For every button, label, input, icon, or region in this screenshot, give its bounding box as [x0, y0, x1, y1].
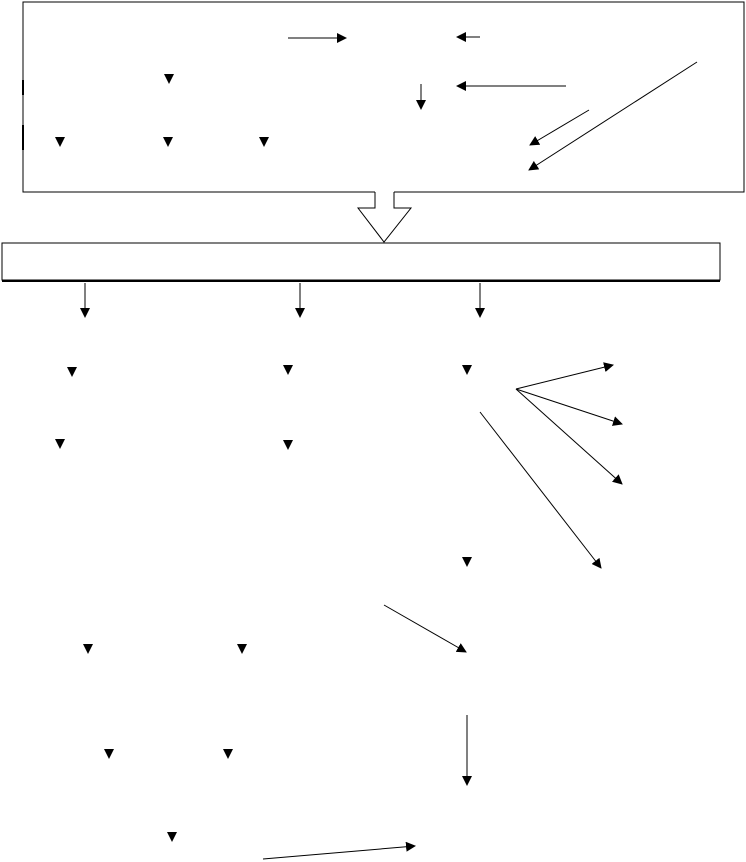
marker-low-4 — [223, 749, 233, 759]
standalone-markers — [55, 74, 472, 842]
arrow-long-diag — [479, 411, 602, 569]
marker-col2-1 — [283, 365, 293, 375]
marker-row3-1 — [55, 137, 65, 147]
transition-block-arrow — [356, 192, 413, 243]
arrow-fan-3 — [515, 388, 623, 485]
marker-low-3 — [104, 749, 114, 759]
arrow-fan-1 — [515, 362, 614, 390]
marker-bottom-1 — [167, 832, 177, 842]
arrow-converge — [383, 604, 467, 653]
marker-col1-1 — [67, 367, 77, 377]
arrow-bottom — [262, 841, 416, 860]
marker-col1-2 — [55, 439, 65, 449]
upper-frame — [22, 1, 745, 193]
marker-row3-3 — [259, 137, 269, 147]
arrow-diag-long — [528, 61, 698, 171]
marker-low-2 — [237, 644, 247, 654]
marker-col2-2 — [283, 440, 293, 450]
lower-bar — [1, 242, 721, 281]
marker-row3-2 — [163, 137, 173, 147]
marker-low-1 — [83, 644, 93, 654]
marker-col3-2 — [462, 557, 472, 567]
marker-col3-1 — [462, 365, 472, 375]
arrow-diag-upper — [529, 109, 590, 146]
arrow-fan-2 — [515, 388, 623, 426]
connectors — [80, 32, 698, 860]
marker-top-1 — [164, 74, 174, 84]
